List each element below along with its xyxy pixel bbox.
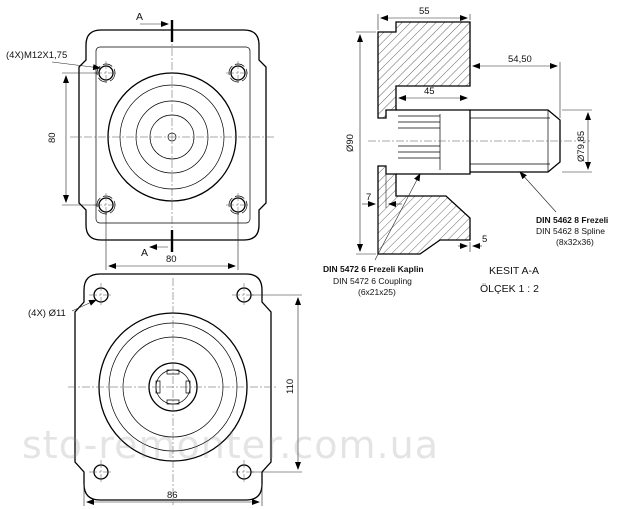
section-marker-bottom: A	[141, 247, 148, 259]
section-view: 55 54,50 45 Ø90 Ø79,85 7 5 DIN 5462 8 Fr…	[323, 6, 608, 297]
thread-note: (4X)M12X1,75	[6, 50, 67, 61]
dim-flange-thickness: 7	[366, 192, 371, 203]
dim-step: 5	[482, 234, 487, 245]
bottom-view: (4X) Ø11 110 86	[28, 273, 302, 506]
top-inner-square	[95, 46, 251, 224]
section-title: KESIT A-A	[489, 265, 539, 277]
watermark: sto-remonter.com.ua	[22, 423, 439, 467]
spline-label-en: DIN 5462 8 Spline	[536, 226, 605, 236]
section-cut-bottom: A	[141, 230, 174, 259]
top-dim-width: 80	[166, 254, 177, 265]
dim-bore-depth: 45	[424, 86, 435, 97]
coupling-label-en: DIN 5472 6 Coupling	[333, 276, 412, 286]
scale-note: ÖLÇEK 1 : 2	[480, 283, 539, 295]
dim-total-length: 55	[419, 6, 430, 17]
spline-spec: (8x32x36)	[556, 237, 594, 247]
top-dim-height: 80	[47, 132, 58, 143]
top-flange-outline	[78, 29, 267, 241]
top-view: A A (4X)M12X1,75 80 80	[6, 11, 276, 270]
section-body-upper	[377, 21, 471, 119]
section-cut-top: A	[136, 11, 174, 42]
section-marker-top: A	[136, 11, 143, 23]
section-body-lower	[377, 165, 471, 255]
section-coupling-teeth	[398, 114, 441, 170]
spline-label: DIN 5462 8 Frezeli	[536, 215, 608, 225]
coupling-label: DIN 5472 6 Frezeli Kaplin	[323, 264, 424, 274]
coupling-spec: (6x21x25)	[358, 287, 396, 297]
dim-shaft-length: 54,50	[508, 54, 532, 65]
dim-shaft-diameter: Ø79,85	[576, 131, 587, 162]
dim-flange-diameter: Ø90	[345, 134, 356, 152]
section-coupling-bore	[396, 109, 471, 175]
bottom-dim-width: 86	[167, 490, 178, 501]
hole-note: (4X) Ø11	[28, 308, 66, 319]
bottom-dim-height: 110	[285, 379, 296, 394]
